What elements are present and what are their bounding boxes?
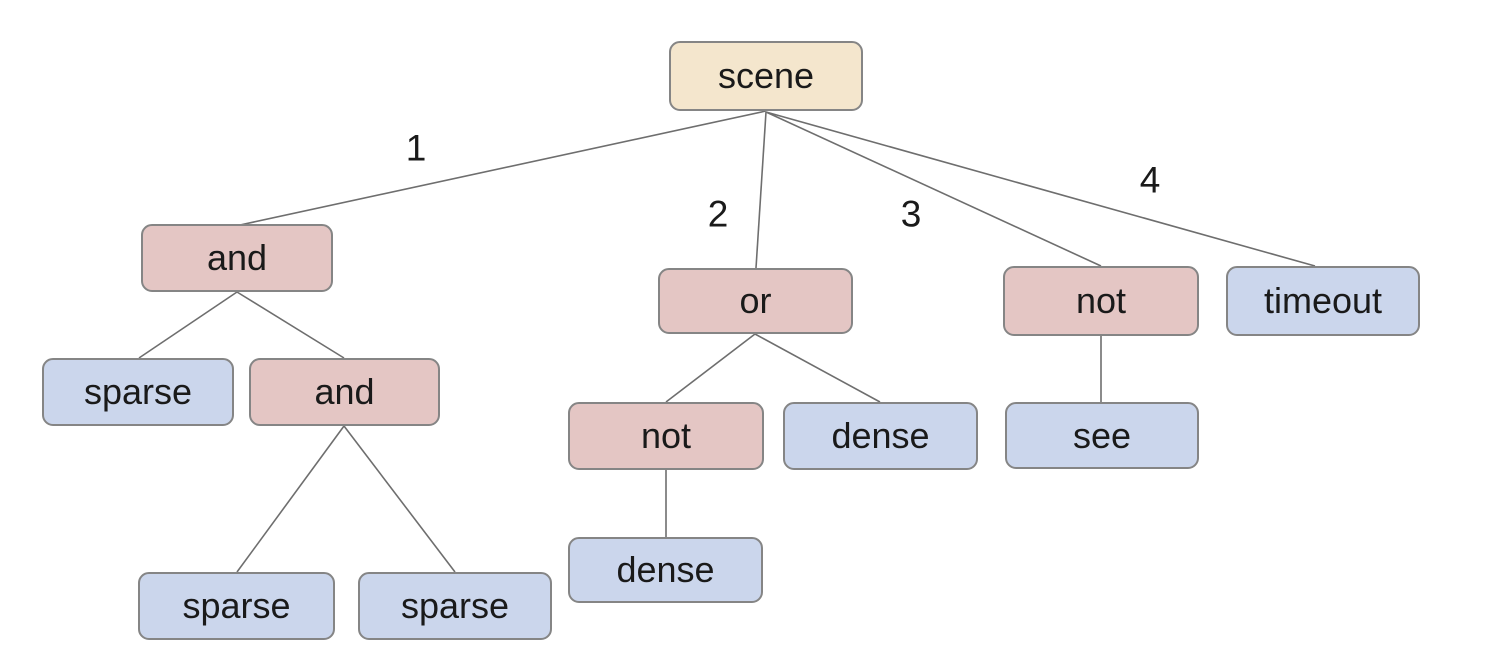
- node-not-1: not: [568, 402, 764, 470]
- node-dense-1: dense: [783, 402, 978, 470]
- edge-and1-and2: [236, 291, 345, 359]
- edge-scene-timeout: [765, 111, 1316, 267]
- edge-label-branch-4: 4: [1139, 159, 1161, 201]
- edge-label-branch-3: 3: [900, 193, 922, 235]
- edge-and2-sparse3: [343, 425, 456, 573]
- edge-or-dense1: [754, 333, 881, 403]
- edge-and1-sparse1: [138, 291, 238, 359]
- node-not-2: not: [1003, 266, 1199, 336]
- edge-scene-not2: [765, 111, 1102, 267]
- node-scene: scene: [669, 41, 863, 111]
- edge-label-branch-2: 2: [707, 193, 729, 235]
- node-and-2: and: [249, 358, 440, 426]
- edge-or-not1: [665, 333, 756, 403]
- node-and-1: and: [141, 224, 333, 292]
- node-or: or: [658, 268, 853, 334]
- node-timeout: timeout: [1226, 266, 1420, 336]
- node-sparse-1: sparse: [42, 358, 234, 426]
- edge-and2-sparse2: [236, 425, 345, 573]
- node-dense-2: dense: [568, 537, 763, 603]
- node-see: see: [1005, 402, 1199, 469]
- node-sparse-2: sparse: [138, 572, 335, 640]
- node-sparse-3: sparse: [358, 572, 552, 640]
- edge-scene-and1: [239, 110, 767, 226]
- edge-label-branch-1: 1: [405, 127, 427, 169]
- edge-scene-or: [755, 111, 767, 269]
